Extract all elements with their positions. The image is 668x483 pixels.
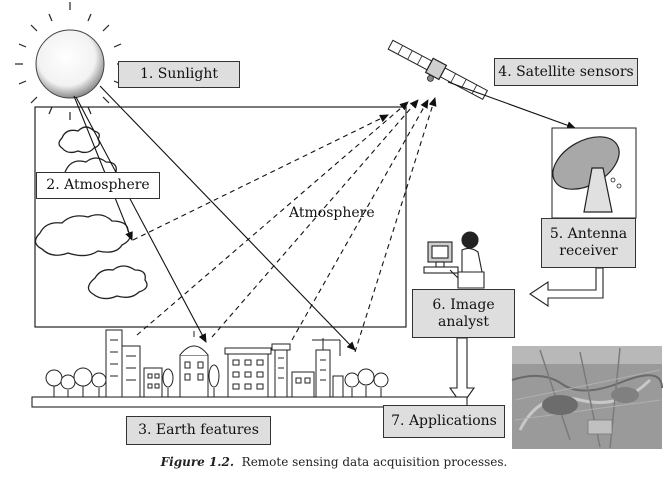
figure-caption: Figure 1.2. Remote sensing data acquisit… [0,455,668,469]
image-analyst-label: 6. Image analyst [412,289,515,338]
antenna-receiver-label: 5. Antenna receiver [541,218,636,268]
satellite-sensors-label: 4. Satellite sensors [494,58,638,86]
reflected-rays [132,97,437,353]
downlink-arrow [447,81,576,130]
antenna-to-analyst-arrow [529,267,604,308]
analyst-to-applications-arrow [448,337,476,406]
applications-label: 7. Applications [383,405,505,438]
earth-features-label: 3. Earth features [126,416,271,445]
caption-text: Remote sensing data acquisition processe… [241,455,508,469]
cloud-icon [34,126,148,300]
atmosphere-text: Atmosphere [289,205,375,221]
satellite-icon [387,39,489,101]
sun-icon [15,2,125,120]
sunlight-label: 1. Sunlight [118,61,240,88]
earth-features-illustration [45,329,389,398]
antenna-dish-icon [551,127,637,219]
sunlight-rays [73,85,356,351]
analyst-workstation-icon [423,231,485,289]
atmosphere-label: 2. Atmosphere [36,172,160,199]
map-image [511,346,663,449]
figure-number: Figure 1.2. [160,455,235,469]
